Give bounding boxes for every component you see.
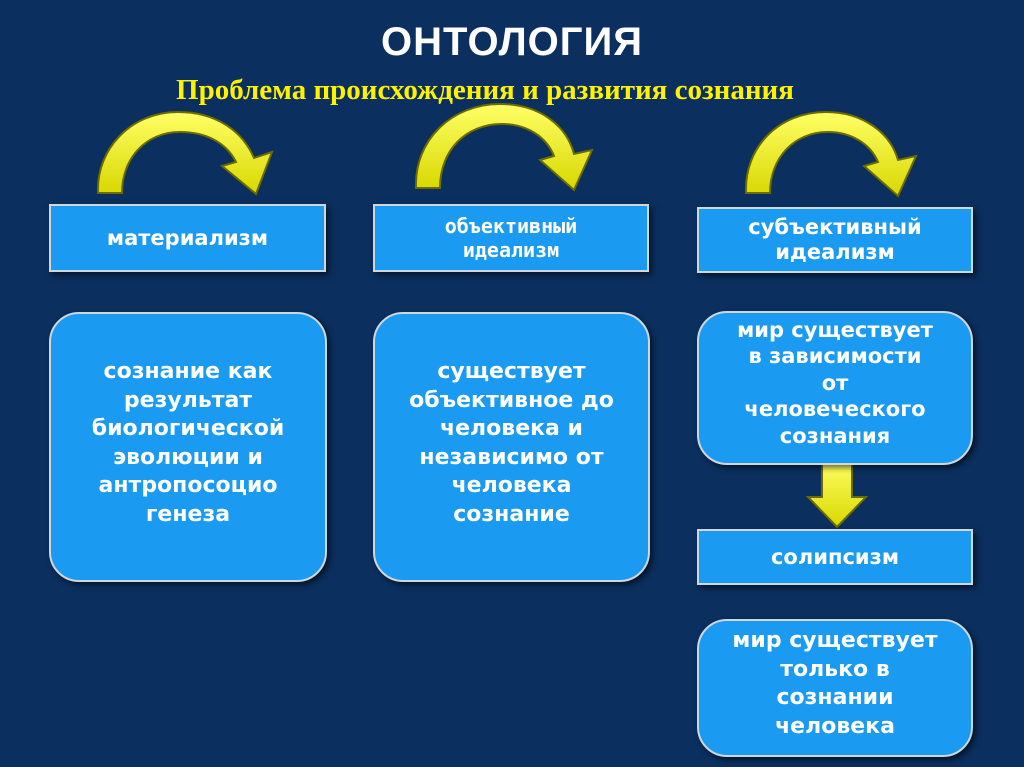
solipsism-label: солипсизм [770, 544, 899, 569]
subjective-idealism-box: субъективный идеализм [697, 207, 973, 273]
slide-subtitle: Проблема происхождения и развития сознан… [176, 74, 794, 106]
curved-arrow-icon [96, 110, 274, 196]
curved-arrow-icon [414, 102, 594, 192]
materialism-description-box: сознание как результат биологической эво… [49, 312, 327, 582]
curved-arrow-icon [744, 110, 918, 198]
slide-title: ОНТОЛОГИЯ [381, 20, 643, 64]
materialism-box: материализм [49, 204, 326, 272]
subjective-idealism-description-box: мир существует в зависимости от человече… [697, 311, 973, 465]
materialism-label: материализм [106, 225, 269, 250]
objective-idealism-description-box: существует объективное до человека и нез… [373, 312, 650, 582]
down-arrow-icon [805, 459, 869, 529]
objective-idealism-box: объективный идеализм [373, 204, 649, 272]
solipsism-box: солипсизм [697, 529, 973, 585]
solipsism-description-box: мир существует только в сознании человек… [697, 619, 973, 757]
